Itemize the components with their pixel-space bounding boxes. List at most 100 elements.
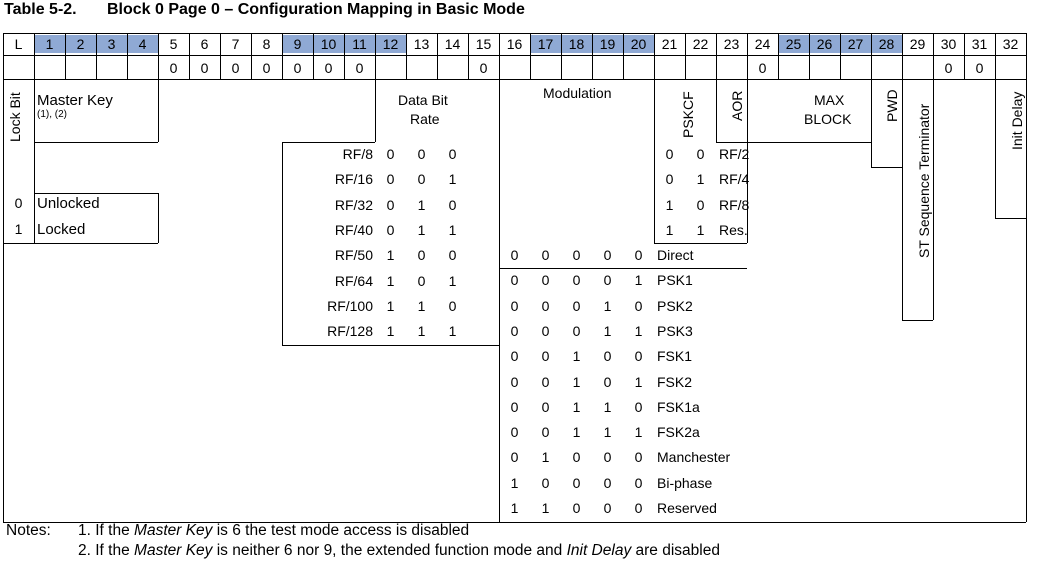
header-column-line bbox=[251, 33, 252, 79]
modulation-bit: 1 bbox=[510, 500, 519, 516]
modulation-bit: 0 bbox=[541, 474, 550, 491]
header-column-line bbox=[747, 33, 748, 79]
modulation-bit: 1 bbox=[572, 424, 581, 441]
modulation-label-3: PSK3 bbox=[657, 322, 693, 339]
modulation-bit: 0 bbox=[603, 247, 612, 263]
rate-bit: 1 bbox=[417, 323, 426, 340]
bit-header-8: 8 bbox=[262, 36, 271, 52]
rate-label: RF/32 bbox=[334, 196, 373, 213]
modulation-bit: 0 bbox=[634, 398, 643, 415]
modulation-bit: 0 bbox=[634, 348, 643, 365]
modulation-bit: 0 bbox=[634, 297, 643, 314]
modulation-bit: 0 bbox=[634, 500, 643, 516]
table-bottom-border bbox=[3, 522, 1026, 523]
bit-header-29: 29 bbox=[909, 36, 926, 52]
bit-header-14: 14 bbox=[444, 36, 461, 52]
st-sequence-terminator-label: ST Sequence Terminator bbox=[916, 103, 932, 258]
modulation-bit: 0 bbox=[572, 449, 581, 466]
rate-label: RF/64 bbox=[334, 272, 373, 289]
modulation-bit: 0 bbox=[510, 348, 519, 365]
bit-header-30: 30 bbox=[940, 36, 957, 52]
table-number: Table 5-2. bbox=[4, 1, 77, 18]
rate-box-bottom bbox=[282, 345, 499, 346]
lock-bit-label: Lock Bit bbox=[7, 92, 23, 142]
modulation-bit: 0 bbox=[634, 449, 643, 466]
bit-header-10: 10 bbox=[313, 35, 344, 53]
pskcf-label-0: RF/2 bbox=[719, 146, 750, 162]
max-block-label-2: BLOCK bbox=[804, 111, 852, 127]
rate-box-right bbox=[499, 79, 500, 522]
pskcf-bit: 1 bbox=[696, 171, 705, 188]
note-2: 2. If the Master Key is neither 6 nor 9,… bbox=[78, 542, 720, 560]
header-top-line bbox=[3, 33, 1026, 34]
modulation-bit: 1 bbox=[603, 297, 612, 314]
header-column-line bbox=[964, 33, 965, 79]
rate-bit: 0 bbox=[448, 146, 457, 162]
aor-left bbox=[716, 79, 717, 142]
bit-header-31: 31 bbox=[971, 36, 988, 52]
modulation-label-6: FSK1a bbox=[657, 398, 700, 415]
modulation-bit: 0 bbox=[572, 297, 581, 314]
bit-header-9: 9 bbox=[282, 35, 313, 53]
modulation-label-0: Direct bbox=[657, 247, 694, 263]
note-1-text-a: If the bbox=[95, 522, 135, 539]
rate-bit: 1 bbox=[386, 272, 395, 289]
modulation-bit: 1 bbox=[572, 373, 581, 390]
rate-bit: 1 bbox=[386, 247, 395, 264]
pskcf-label: PSKCF bbox=[680, 91, 696, 138]
header-column-line bbox=[995, 33, 996, 79]
notes-label: Notes: bbox=[6, 522, 51, 539]
master-key-box-right bbox=[158, 79, 159, 142]
modulation-bit: 1 bbox=[634, 373, 643, 390]
pskcf-bit: 1 bbox=[665, 221, 674, 238]
master-key-footnote-ref: (1), (2) bbox=[37, 109, 67, 120]
modulation-label-7: FSK2a bbox=[657, 424, 700, 441]
fixed-bit-9: 0 bbox=[293, 60, 302, 76]
header-column-line bbox=[685, 33, 686, 79]
modulation-bit: 0 bbox=[634, 247, 643, 263]
modulation-bit: 1 bbox=[510, 474, 519, 491]
rate-bit: 0 bbox=[386, 196, 395, 213]
modulation-bit: 0 bbox=[510, 373, 519, 390]
modulation-bit: 0 bbox=[603, 373, 612, 390]
modulation-bit: 0 bbox=[541, 398, 550, 415]
note-1-text-b: is 6 the test mode access is disabled bbox=[212, 522, 470, 539]
header-column-line bbox=[809, 33, 810, 79]
init-delay-label: Init Delay bbox=[1009, 91, 1025, 150]
bit-header-4: 4 bbox=[127, 35, 158, 53]
modulation-label-5: FSK2 bbox=[657, 373, 693, 390]
rate-label: RF/50 bbox=[334, 247, 373, 264]
rate-bit: 1 bbox=[448, 171, 457, 188]
pskcf-bit: 1 bbox=[665, 196, 674, 213]
rate-bit: 0 bbox=[417, 146, 426, 162]
pskcf-bit: 1 bbox=[696, 221, 705, 238]
pskcf-label-3: Res. bbox=[719, 221, 748, 238]
modulation-bit: 1 bbox=[603, 398, 612, 415]
modulation-label-9: Bi-phase bbox=[657, 474, 713, 491]
lock-state-label: Unlocked bbox=[37, 195, 100, 212]
rate-bit: 1 bbox=[386, 323, 395, 340]
aor-label: AOR bbox=[729, 90, 745, 121]
pskcf-bit: 0 bbox=[665, 146, 674, 162]
fixed-bit-15: 0 bbox=[479, 60, 488, 76]
bit-header-24: 24 bbox=[754, 36, 771, 52]
modulation-label: Modulation bbox=[543, 85, 612, 101]
header-column-line bbox=[468, 33, 469, 79]
header-column-line bbox=[561, 33, 562, 79]
modulation-bit: 1 bbox=[634, 272, 643, 289]
modulation-bit: 0 bbox=[603, 272, 612, 289]
modulation-bit: 0 bbox=[541, 322, 550, 339]
rate-bit: 1 bbox=[417, 196, 426, 213]
bit-header-17: 17 bbox=[530, 35, 561, 53]
fixed-bit-6: 0 bbox=[200, 60, 209, 76]
modulation-label-2: PSK2 bbox=[657, 297, 693, 314]
modulation-rows-top bbox=[499, 268, 747, 269]
modulation-bit: 0 bbox=[541, 348, 550, 365]
header-column-line bbox=[592, 33, 593, 79]
header-column-line bbox=[282, 33, 283, 79]
header-column-line bbox=[3, 33, 4, 79]
rate-bit: 1 bbox=[417, 297, 426, 314]
rate-box-left bbox=[282, 142, 283, 345]
bit-header-32: 32 bbox=[1002, 36, 1019, 52]
table-title: Block 0 Page 0 – Configuration Mapping i… bbox=[107, 1, 525, 18]
